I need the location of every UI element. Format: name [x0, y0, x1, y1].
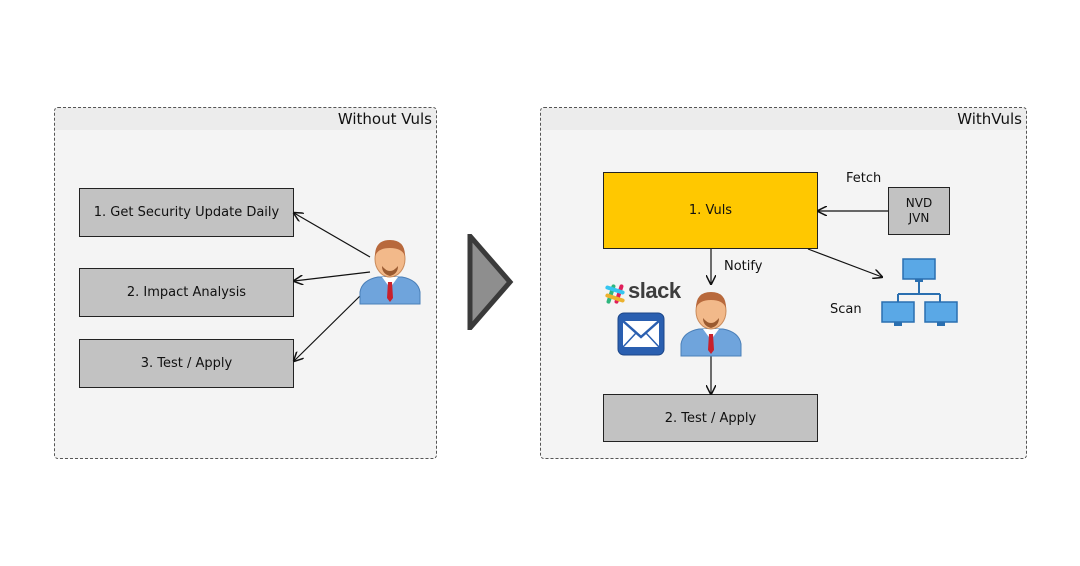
mail-icon [617, 312, 665, 356]
fetch-label: Fetch [846, 171, 882, 186]
step-test-apply: 3. Test / Apply [79, 339, 294, 388]
jvn-label: JVN [908, 211, 930, 225]
scan-label: Scan [830, 302, 862, 317]
slack-icon: slack [604, 278, 684, 306]
arrow-to-step-1 [294, 213, 371, 258]
arrow-to-step-2 [294, 271, 371, 281]
network-servers-icon [881, 258, 958, 326]
slack-wordmark: slack [628, 278, 681, 303]
vuls-box: 1. Vuls [603, 172, 818, 249]
panel-header [55, 108, 436, 130]
panel-title: WithVuls [957, 110, 1022, 128]
arrow-scan [807, 248, 882, 277]
nvd-jvn-box: NVD JVN [888, 187, 950, 235]
nvd-label: NVD [905, 196, 933, 210]
panel-title: Without Vuls [337, 110, 432, 128]
panel-header [541, 108, 1026, 130]
arrow-to-step-3 [294, 295, 361, 361]
person-icon [680, 292, 742, 357]
notify-label: Notify [724, 259, 763, 274]
test-apply-box: 2. Test / Apply [603, 394, 818, 442]
person-icon [359, 240, 421, 305]
play-arrow-icon [467, 234, 514, 330]
step-impact-analysis: 2. Impact Analysis [79, 268, 294, 317]
